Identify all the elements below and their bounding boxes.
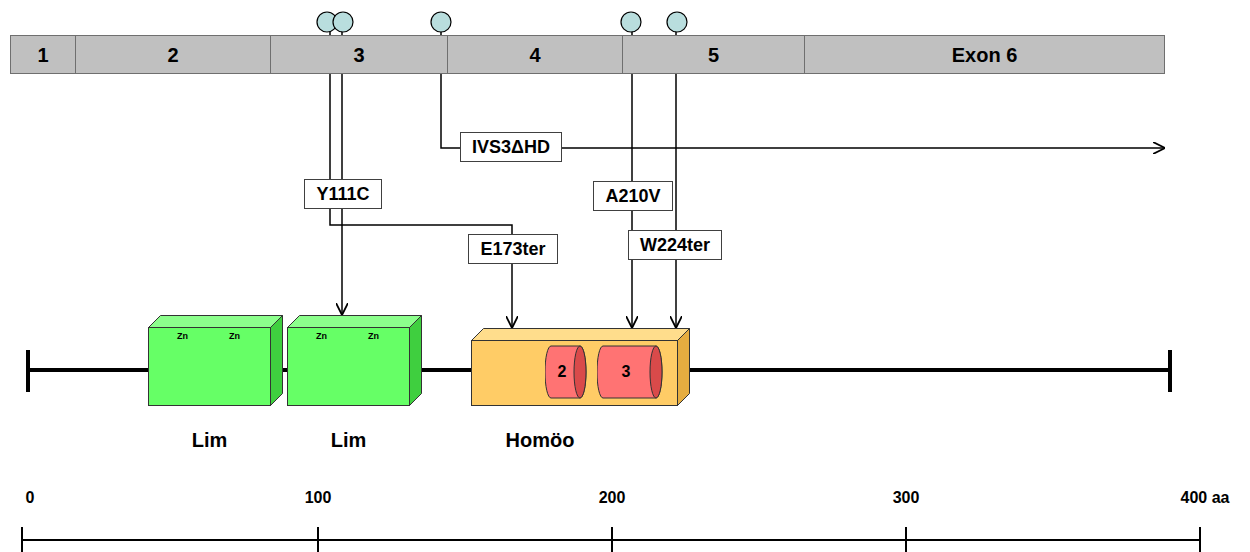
mutation-label: E173ter (468, 234, 557, 264)
mutation-dot (333, 12, 353, 32)
domain-name: Homöo (471, 428, 609, 452)
box-side-face (410, 316, 422, 406)
exon-box: 2 (75, 35, 271, 74)
exon-number: Exon 6 (952, 43, 1018, 67)
axis-label: 200 (599, 488, 626, 508)
leader-line (441, 22, 1165, 148)
homeo-domain: Homöo 2 3 (471, 328, 693, 454)
exon-box: 5 (622, 35, 805, 74)
exon-box: 1 (10, 35, 76, 74)
lim-domain: Zn ZnLim (287, 315, 427, 455)
axis-tick (1199, 527, 1201, 552)
mutation-label: IVS3ΔHD (460, 132, 562, 162)
box-top-face (288, 316, 422, 328)
exon-number: 2 (167, 43, 178, 67)
axis-label: 100 (305, 488, 332, 508)
lim-box-shape (287, 315, 423, 407)
lim-box-shape (148, 315, 284, 407)
zinc-label: Zn (229, 331, 240, 342)
helix-end (650, 346, 662, 398)
mutation-arrow (675, 260, 677, 328)
lim-domain: Zn ZnLim (148, 315, 288, 455)
mutation-name: W224ter (640, 234, 710, 256)
protein-end (1168, 350, 1172, 392)
box-side-face (271, 316, 283, 406)
helix-number: 3 (622, 362, 631, 382)
helix: 3 (597, 345, 663, 399)
axis-tick (611, 527, 613, 552)
axis-label: 400 aa (1181, 488, 1230, 508)
axis-label: 300 (893, 488, 920, 508)
mutation-name: IVS3ΔHD (472, 136, 550, 158)
helix-body (597, 346, 662, 398)
box-front-face (472, 341, 678, 406)
mutation-arrow (341, 209, 343, 315)
mutation-label: Y111C (304, 179, 381, 209)
helix-body (545, 346, 586, 398)
zinc-label: Zn (368, 331, 379, 342)
box-side-face (678, 329, 690, 406)
exon-number: 5 (708, 43, 719, 67)
exon-box: Exon 6 (804, 35, 1165, 74)
domain-name: Lim (148, 428, 271, 452)
box-top-face (472, 329, 690, 341)
zinc-label: Zn (316, 331, 327, 342)
protein-end (26, 350, 30, 392)
zinc-label: Zn (177, 331, 188, 342)
mutation-label: W224ter (628, 230, 722, 260)
axis-tick (21, 527, 23, 552)
axis-tick (905, 527, 907, 552)
exon-box: 3 (270, 35, 448, 74)
axis-label: 0 (26, 488, 35, 508)
box-top-face (149, 316, 283, 328)
exon-number: 1 (37, 43, 48, 67)
exon-number: 4 (529, 43, 540, 67)
mutation-dot (667, 12, 687, 32)
axis-tick (317, 527, 319, 552)
box-front-face (149, 328, 271, 406)
helix-end (574, 346, 586, 398)
mutation-label: A210V (593, 181, 672, 211)
domain-name: Lim (287, 428, 410, 452)
exon-number: 3 (353, 43, 364, 67)
helix: 2 (545, 345, 587, 399)
helix-number: 2 (558, 362, 567, 382)
mutation-name: A210V (605, 185, 660, 207)
mutation-name: Y111C (316, 183, 369, 205)
box-front-face (288, 328, 410, 406)
mutation-arrow (511, 264, 513, 328)
exon-box: 4 (447, 35, 623, 74)
mutation-dot (621, 12, 641, 32)
mutation-dot (431, 12, 451, 32)
mutation-arrow (631, 211, 633, 328)
mutation-name: E173ter (480, 238, 545, 260)
